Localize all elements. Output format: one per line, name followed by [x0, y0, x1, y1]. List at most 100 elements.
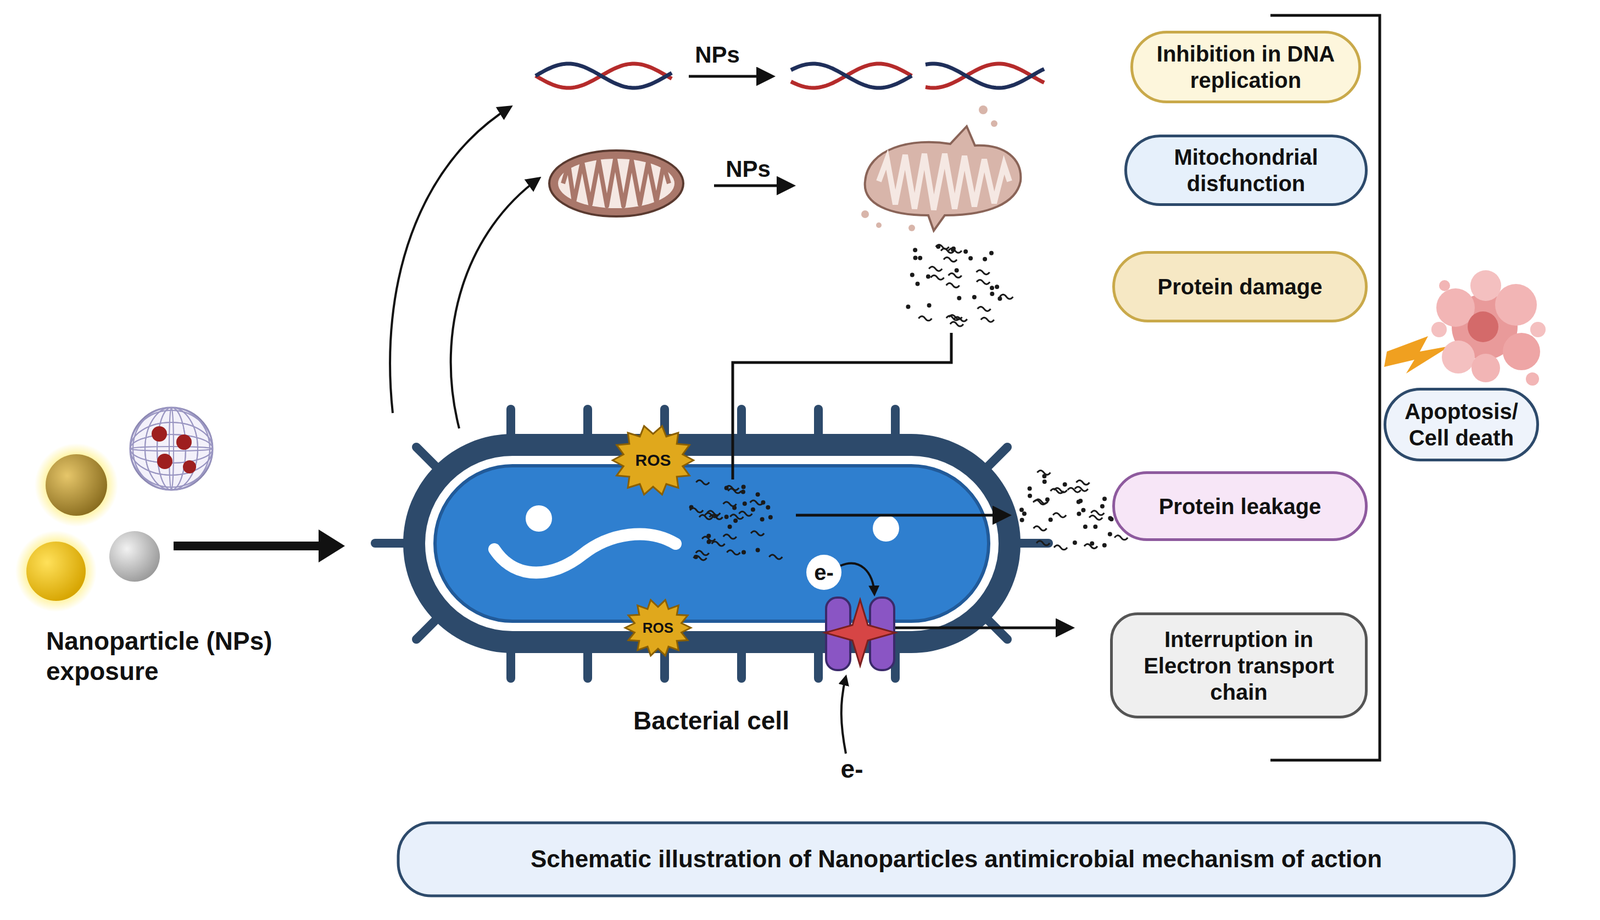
- stroke: [1042, 479, 1047, 484]
- stroke: [925, 63, 1045, 88]
- stroke: [693, 554, 699, 560]
- stroke: [1019, 517, 1025, 523]
- stroke: [986, 447, 1008, 469]
- stroke: [755, 492, 761, 497]
- stroke: [723, 534, 737, 539]
- stroke: [740, 489, 746, 494]
- box-label: Inhibition in DNA replication: [1147, 40, 1345, 94]
- leader-line: [732, 332, 952, 480]
- stroke: [1037, 470, 1051, 475]
- stroke: [695, 480, 710, 485]
- effect-box: Inhibition in DNA replication: [1130, 30, 1362, 104]
- stroke: [689, 508, 704, 513]
- stroke: [130, 446, 213, 451]
- stroke: [727, 524, 733, 529]
- stroke: [1050, 488, 1064, 494]
- stroke: [1470, 270, 1502, 301]
- stroke: [989, 251, 994, 256]
- stroke: [1093, 524, 1098, 529]
- stroke: [954, 268, 960, 273]
- stroke: [733, 518, 738, 523]
- stroke: [910, 272, 915, 277]
- stroke: [1439, 280, 1451, 292]
- stroke: [1072, 540, 1078, 545]
- protein-fragments: [689, 244, 1129, 561]
- gold-nanoparticle: [26, 541, 86, 601]
- stroke: [416, 618, 438, 640]
- stroke: [729, 514, 744, 520]
- stroke: [1102, 543, 1107, 548]
- outcome-box: Apoptosis/ Cell death: [1383, 387, 1540, 462]
- stroke: [989, 291, 995, 297]
- stroke: [742, 501, 747, 506]
- stroke: [946, 283, 960, 288]
- stroke: [977, 306, 991, 311]
- stroke: [145, 407, 198, 490]
- stroke: [1084, 544, 1098, 549]
- cell-label: Bacterial cell: [633, 705, 790, 736]
- stroke: [169, 407, 174, 490]
- stroke: [755, 548, 761, 553]
- np-arrow: [688, 75, 772, 78]
- stroke: [997, 296, 1002, 301]
- stroke: [701, 536, 716, 542]
- stroke: [416, 447, 438, 469]
- effect-box: Mitochondrial disfunction: [1124, 134, 1368, 206]
- stroke: [130, 410, 213, 488]
- stroke: [1467, 311, 1499, 343]
- caption: Schematic illustration of Nanoparticles …: [530, 845, 1382, 873]
- stroke: [925, 63, 1045, 88]
- stroke: [535, 63, 672, 88]
- stroke: [1090, 510, 1105, 516]
- stroke: [750, 531, 765, 536]
- stroke: [1089, 515, 1103, 520]
- cell-pili: [375, 409, 1049, 679]
- stroke: [1027, 486, 1033, 492]
- stroke: [950, 321, 964, 327]
- stroke: [918, 316, 932, 321]
- stroke: [1054, 545, 1068, 550]
- stroke: [706, 510, 721, 516]
- np-arrow: [714, 184, 793, 188]
- stroke: [926, 274, 931, 280]
- stroke: [915, 281, 921, 287]
- np-glow: [34, 443, 119, 527]
- stroke: [765, 505, 771, 510]
- stroke: [968, 255, 973, 261]
- stroke: [946, 315, 960, 321]
- effect-box: Interruption in Electron transport chain: [1110, 612, 1368, 719]
- stroke: [1114, 535, 1128, 540]
- stroke: [711, 541, 726, 546]
- stroke: [930, 275, 945, 280]
- damaged-mitochondrion: [861, 105, 1021, 232]
- stroke: [732, 505, 737, 511]
- stroke: [948, 273, 962, 278]
- stroke: [1033, 526, 1047, 531]
- stroke: [1052, 513, 1067, 518]
- stroke: [741, 484, 746, 490]
- leader-arrow: [887, 626, 1072, 630]
- stroke: [1107, 515, 1113, 521]
- stroke: [1431, 321, 1447, 338]
- vesicle: [872, 515, 900, 542]
- stroke: [130, 410, 213, 488]
- box-label: Mitochondrial disfunction: [1141, 143, 1351, 197]
- silver-nanoparticle: [109, 531, 160, 582]
- stroke: [738, 511, 752, 516]
- stroke: [1027, 493, 1033, 499]
- stroke: [727, 488, 741, 494]
- caption-band: [398, 822, 1515, 896]
- stroke: [790, 63, 912, 88]
- stroke: [535, 63, 672, 88]
- nucleoid: [494, 534, 676, 573]
- stroke: [723, 502, 737, 507]
- electron-arrow: [841, 676, 846, 754]
- stroke: [130, 422, 213, 476]
- stroke: [913, 255, 918, 261]
- stroke: [130, 422, 213, 476]
- stroke: [976, 270, 990, 275]
- stroke: [905, 304, 911, 309]
- cell-wall: [403, 433, 1021, 654]
